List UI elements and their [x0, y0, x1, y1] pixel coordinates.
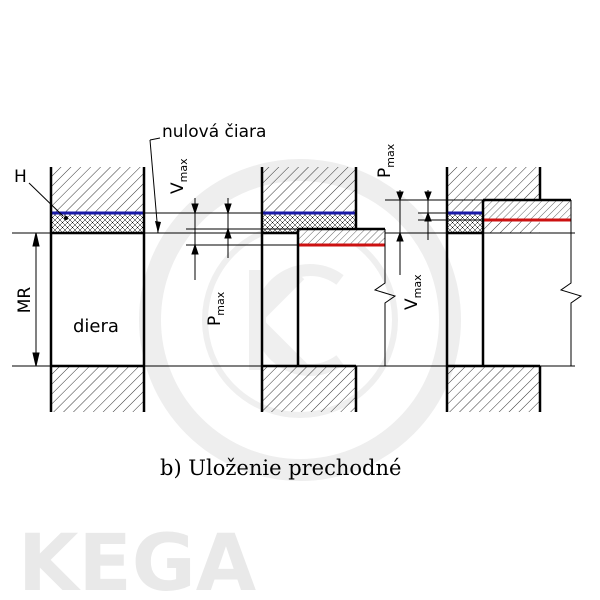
hole-wall-bottom-2 [262, 366, 356, 412]
hole-tolerance-band-1 [51, 213, 144, 233]
figure-caption: b) Uloženie prechodné [160, 456, 401, 480]
zero-line-label: nulová čiara [162, 122, 266, 142]
v-max-label-2: Vmax [402, 274, 424, 310]
kega-watermark: KEGA [18, 519, 256, 600]
hole-tolerance-band-3 [447, 213, 483, 233]
clearance-dimensions-1 [144, 198, 298, 280]
clearance-dimensions-2 [385, 190, 483, 275]
v-max-label-1: Vmax [168, 158, 190, 194]
nominal-size-dimension [32, 232, 40, 367]
hole-section-1 [49, 167, 146, 412]
hole-wall-bottom-1 [51, 366, 144, 412]
reference-lines [12, 232, 575, 367]
hole-wall-bottom-3 [447, 366, 540, 412]
p-max-label-1: Pmax [205, 291, 227, 326]
shaft-section-2 [296, 227, 397, 368]
nominal-size-label: MR [15, 287, 35, 314]
shaft-tolerance-band-2 [298, 229, 385, 245]
p-max-label-2: Pmax [375, 143, 397, 178]
hole-label: diera [73, 316, 119, 337]
hole-tolerance-label: H [14, 167, 27, 187]
shaft-tolerance-band-3 [483, 200, 571, 220]
h-leader [28, 182, 64, 217]
shaft-section-3 [481, 198, 583, 368]
